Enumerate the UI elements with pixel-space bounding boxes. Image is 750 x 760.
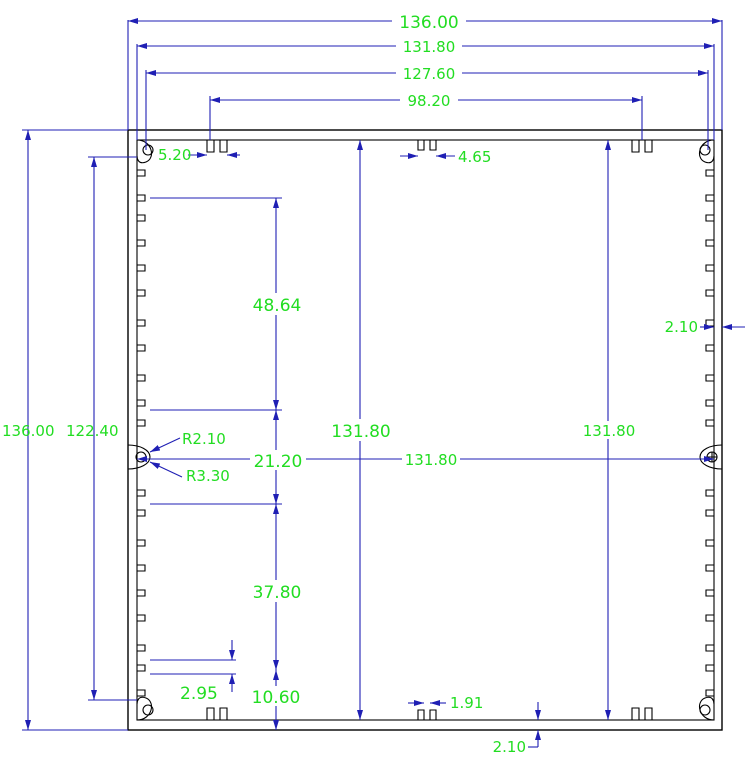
label-inner-width: 127.60 [403,65,456,83]
label-fin-height: 2.95 [180,684,218,704]
screw-boss-top-left [136,139,154,164]
label-slot-span: 98.20 [408,92,451,110]
side-fin [137,509,146,517]
side-fin [705,644,714,652]
label-flange-width: 131.80 [403,38,456,56]
side-fin [137,419,146,427]
side-fin [705,319,714,327]
label-slot-span-vertical: 122.40 [66,422,119,440]
label-radius-small: R2.10 [182,430,226,448]
side-fin [705,419,714,427]
label-overall-height: 136.00 [2,422,55,440]
side-fin [137,239,146,247]
side-fin [137,489,146,497]
screw-boss-mid-left [127,444,151,470]
label-wall-thickness-right: 2.10 [665,318,698,336]
label-center-gap: 4.65 [458,148,491,166]
label-slot-pitch: 5.20 [158,146,191,164]
dimension-labels: 136.00 131.80 127.60 98.20 5.20 4.65 2.1… [2,11,698,756]
bottom-slot-left [206,707,228,720]
top-slot-left [206,140,228,153]
side-fin [137,614,146,622]
screw-boss-bottom-right [698,696,715,721]
side-fin [705,664,714,672]
side-fin [705,589,714,597]
side-fin [705,614,714,622]
side-fin [705,489,714,497]
label-overall-width: 136.00 [399,13,458,33]
screw-boss-bottom-left [136,696,154,721]
side-fin [705,289,714,297]
side-fin [705,564,714,572]
side-fin [705,194,714,202]
side-fin [137,664,146,672]
label-lower-gap: 37.80 [253,583,302,603]
side-fin [137,289,146,297]
fins-right [705,169,714,697]
label-inner-height-right: 131.80 [583,422,636,440]
side-fin [137,399,146,407]
label-horizontal-span: 131.80 [405,451,458,469]
side-fin [137,344,146,352]
top-slot-right [631,140,653,153]
screw-boss-mid-right [699,444,723,470]
side-fin [705,344,714,352]
side-fin [137,689,146,697]
side-fin [137,539,146,547]
side-fin [137,214,146,222]
bottom-center-notch [417,709,437,720]
label-bottom-gap: 10.60 [252,688,301,708]
side-fin [137,564,146,572]
side-fin [137,644,146,652]
side-fin [137,264,146,272]
fins-left [137,169,146,697]
side-fin [137,194,146,202]
outer-wall [127,129,723,731]
side-fin [705,239,714,247]
side-fin [137,319,146,327]
side-fin [705,169,714,177]
side-fin [137,589,146,597]
side-fin [705,264,714,272]
side-fin [705,214,714,222]
label-upper-gap: 48.64 [253,296,302,316]
side-fin [705,509,714,517]
side-fin [705,399,714,407]
label-radius-large: R3.30 [186,467,230,485]
inner-wall [136,139,715,721]
screw-boss-top-right [698,139,715,164]
side-fin [705,374,714,382]
side-fin [137,169,146,177]
bottom-slot-right [631,707,653,720]
label-bottom-center-gap: 1.91 [450,694,483,712]
label-inner-height-left: 131.80 [331,422,390,442]
label-mid-gap: 21.20 [254,452,303,472]
dimension-lines [22,18,745,748]
side-fin [705,689,714,697]
label-wall-thickness-bottom: 2.10 [493,738,526,756]
side-fin [705,539,714,547]
side-fin [137,374,146,382]
top-center-notch [417,140,437,151]
